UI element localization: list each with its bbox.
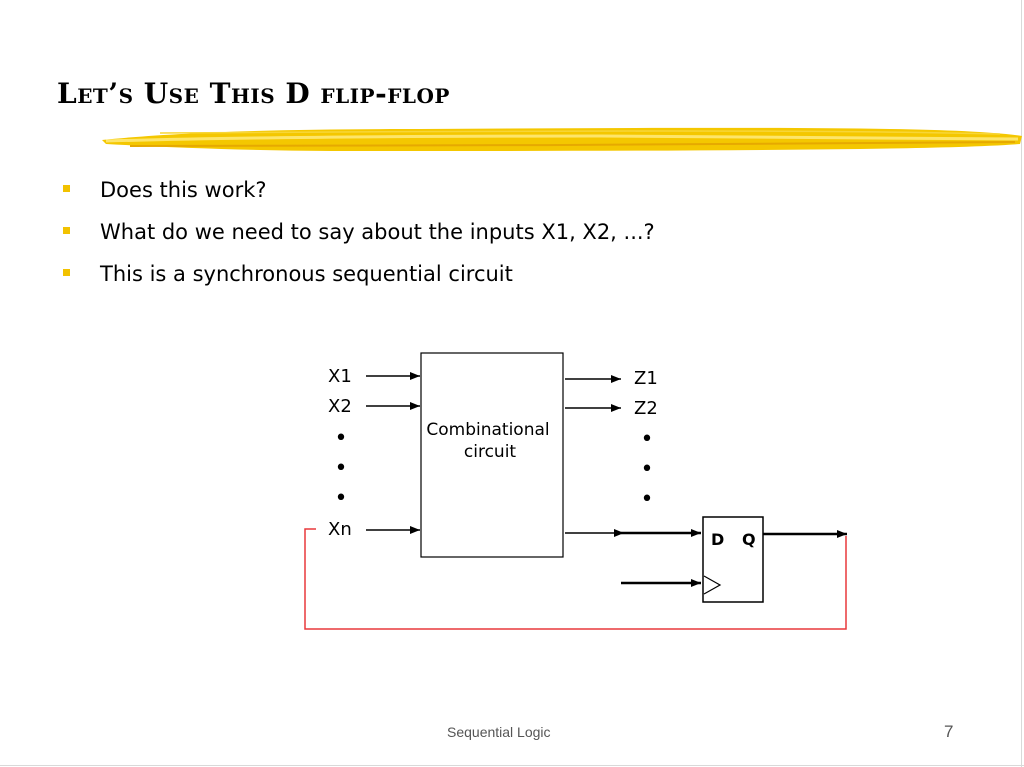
bullet-item: Does this work?	[62, 172, 655, 214]
input-ellipsis-dot: •	[335, 456, 348, 481]
bullet-item: This is a synchronous sequential circuit	[62, 256, 655, 298]
page-number: 7	[944, 722, 954, 741]
square-bullet-icon	[63, 227, 70, 234]
square-bullet-icon	[63, 185, 70, 192]
output-label-z2: Z2	[634, 398, 658, 419]
right-edge-line	[1021, 0, 1022, 767]
input-label-x2: X2	[328, 396, 352, 417]
output-ellipsis-dot: •	[641, 457, 654, 482]
footer-text: Sequential Logic	[447, 724, 551, 740]
block-label-line2: circuit	[464, 442, 517, 462]
bullet-text: This is a synchronous sequential circuit	[100, 262, 513, 286]
feedback-wire	[304, 528, 847, 630]
bullet-item: What do we need to say about the inputs …	[62, 214, 655, 256]
output-ellipsis-dot: •	[641, 487, 654, 512]
bullet-list: Does this work? What do we need to say a…	[62, 172, 655, 298]
title-underline-brush-stroke	[102, 127, 1022, 151]
output-ellipsis-dot: •	[641, 427, 654, 452]
flipflop-q-label: Q	[742, 530, 756, 549]
d-flip-flop	[702, 516, 764, 603]
bullet-text: Does this work?	[100, 178, 267, 202]
bullet-text: What do we need to say about the inputs …	[100, 220, 655, 244]
block-label-line1: Combinational	[426, 420, 549, 440]
square-bullet-icon	[63, 269, 70, 276]
bottom-edge-line	[0, 765, 1024, 766]
output-label-z1: Z1	[634, 368, 658, 389]
clock-triangle-icon	[703, 575, 722, 595]
input-label-x1: X1	[328, 366, 352, 387]
input-ellipsis-dot: •	[335, 426, 348, 451]
flipflop-d-label: D	[711, 530, 724, 549]
input-label-xn: Xn	[328, 519, 352, 540]
input-ellipsis-dot: •	[335, 486, 348, 511]
combinational-circuit-block	[420, 352, 564, 558]
slide-title: Let’s Use This D flip-flop	[57, 77, 450, 110]
